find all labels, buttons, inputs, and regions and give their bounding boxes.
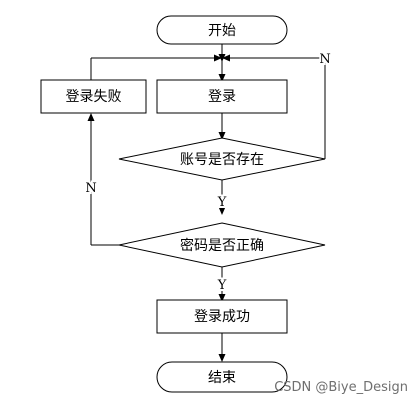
login-failed-box [40,79,147,114]
account-no-label: N [319,52,330,67]
password-correct-label: 密码是否正确 [180,237,264,254]
connector-success-arrowhead [218,294,226,302]
end-terminator [156,361,288,393]
start-label: 开始 [208,23,236,39]
end-label: 结束 [208,370,236,386]
login-success-label: 登录成功 [194,309,250,325]
connector-login-arrowhead [218,74,226,82]
account-yes-label: Y [217,195,227,210]
login-label: 登录 [208,89,236,105]
connector-password-arrowhead [218,207,226,215]
connector-merge-left-arrowhead [214,54,222,62]
password-no-label: N [85,181,96,196]
connector-end-arrowhead [218,354,226,362]
account-exists-label: 账号是否存在 [180,152,264,168]
login-box [156,79,288,114]
login-failed-label: 登录失败 [66,89,122,105]
login-success-box [156,299,288,334]
watermark: CSDN @Biye_Design [274,380,408,395]
password-yes-label: Y [217,278,227,293]
connector-merge-right-arrowhead [222,54,230,62]
connector-failed-arrowhead [87,113,95,121]
connector-account-arrowhead [218,132,226,140]
